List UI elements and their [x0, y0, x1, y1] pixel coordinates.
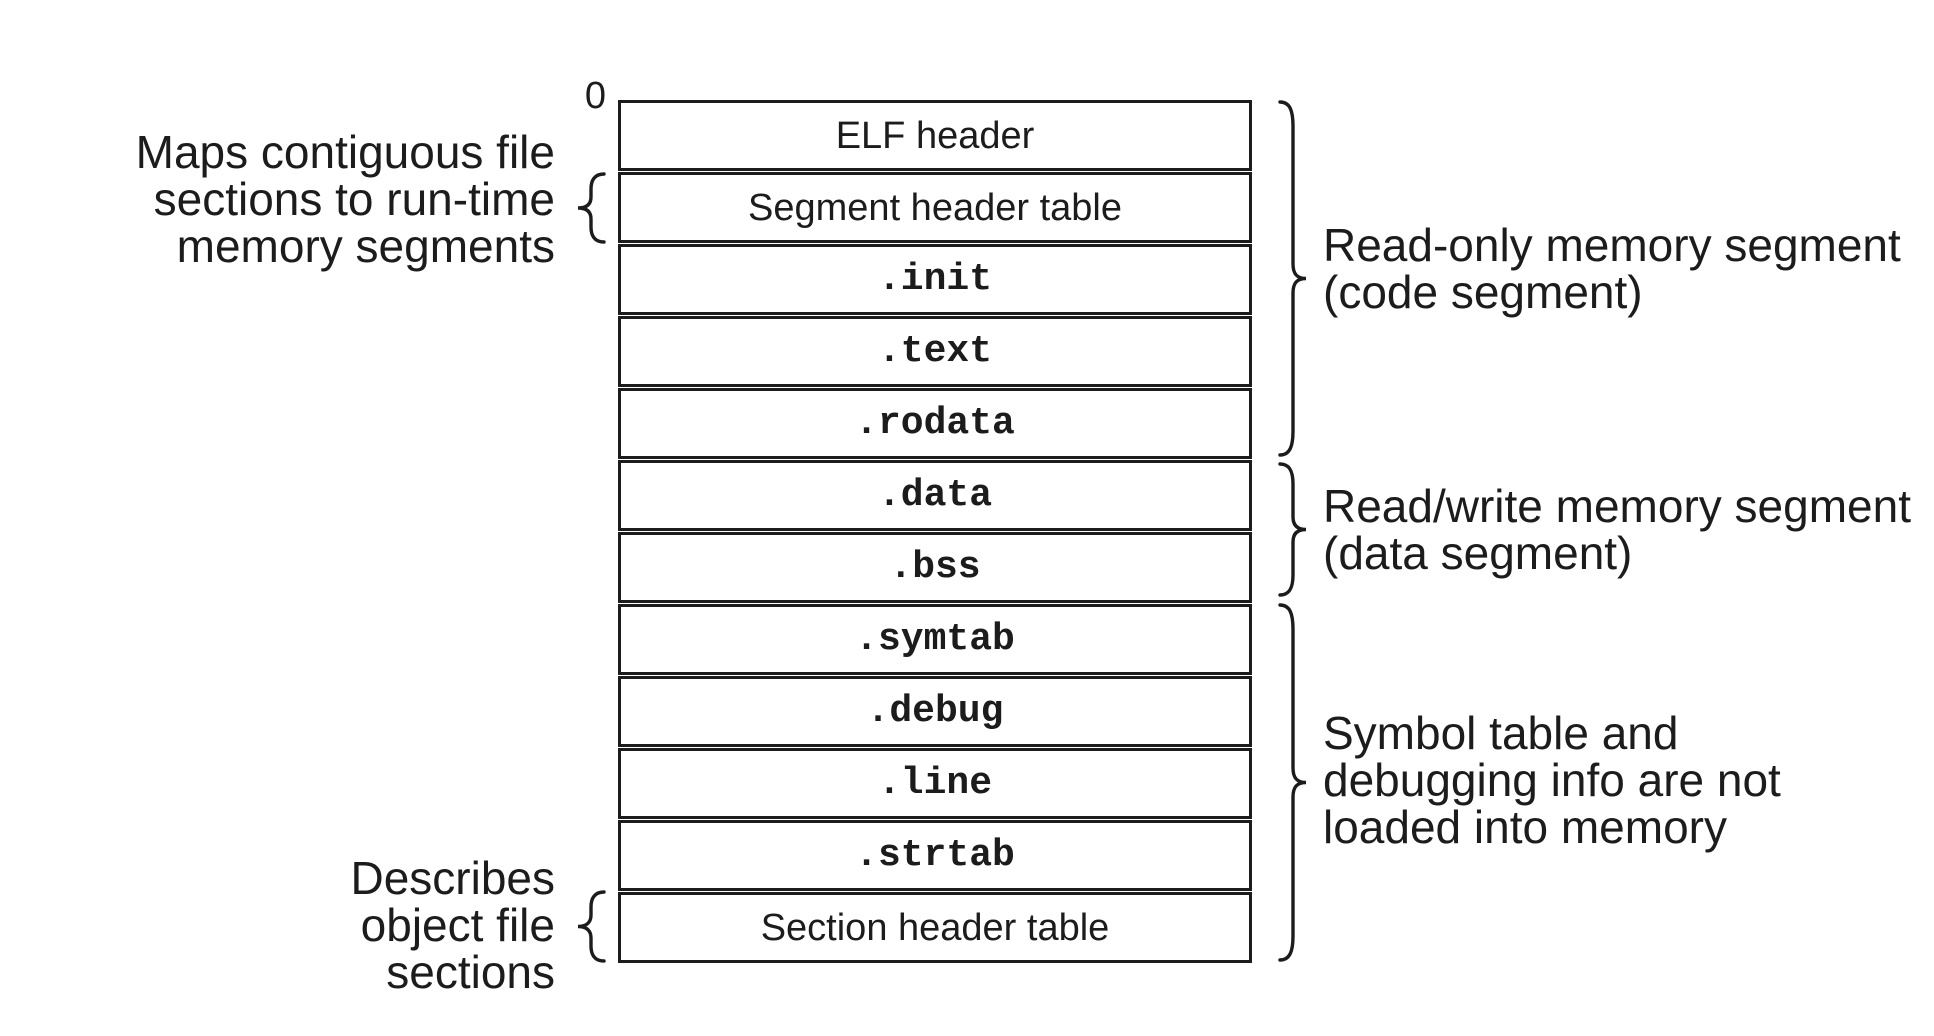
- row-init: .init: [618, 244, 1252, 315]
- row-label: .data: [877, 473, 993, 517]
- elf-file-box-stack: ELF header Segment header table .init .t…: [618, 100, 1252, 963]
- row-label: .rodata: [855, 401, 1015, 445]
- row-label: .init: [877, 257, 993, 301]
- row-rodata: .rodata: [618, 388, 1252, 459]
- row-text: .text: [618, 316, 1252, 387]
- row-label: Segment header table: [748, 186, 1122, 229]
- row-symtab: .symtab: [618, 604, 1252, 675]
- origin-offset-label: 0: [584, 75, 606, 117]
- annotation-symbol-debug-info: Symbol table and debugging info are not …: [1323, 707, 1781, 853]
- row-bss: .bss: [618, 532, 1252, 603]
- annotation-describes-sections: Describes object file sections: [350, 852, 555, 998]
- row-label: .line: [877, 761, 993, 805]
- row-debug: .debug: [618, 676, 1252, 747]
- row-label: ELF header: [835, 114, 1035, 157]
- row-label: .symtab: [855, 617, 1015, 661]
- row-strtab: .strtab: [618, 820, 1252, 891]
- row-label: Section header table: [760, 906, 1110, 949]
- row-data: .data: [618, 460, 1252, 531]
- row-section-header-table: Section header table: [618, 892, 1252, 963]
- left-brace-segment-header-icon: [577, 172, 606, 244]
- row-label: .bss: [889, 545, 981, 589]
- row-label: .text: [877, 329, 993, 373]
- right-brace-readwrite-icon: [1278, 462, 1307, 597]
- annotation-maps-segments: Maps contiguous file sections to run-tim…: [135, 126, 555, 272]
- annotation-readwrite-segment: Read/write memory segment (data segment): [1323, 480, 1911, 579]
- row-segment-header-table: Segment header table: [618, 172, 1252, 243]
- row-elf-header: ELF header: [618, 100, 1252, 171]
- right-brace-symtab-icon: [1278, 603, 1307, 962]
- row-label: .strtab: [855, 833, 1015, 877]
- row-label: .debug: [866, 689, 1004, 733]
- row-line: .line: [618, 748, 1252, 819]
- right-brace-readonly-icon: [1278, 100, 1307, 457]
- left-brace-section-header-icon: [577, 890, 606, 963]
- annotation-readonly-segment: Read-only memory segment (code segment): [1323, 219, 1901, 318]
